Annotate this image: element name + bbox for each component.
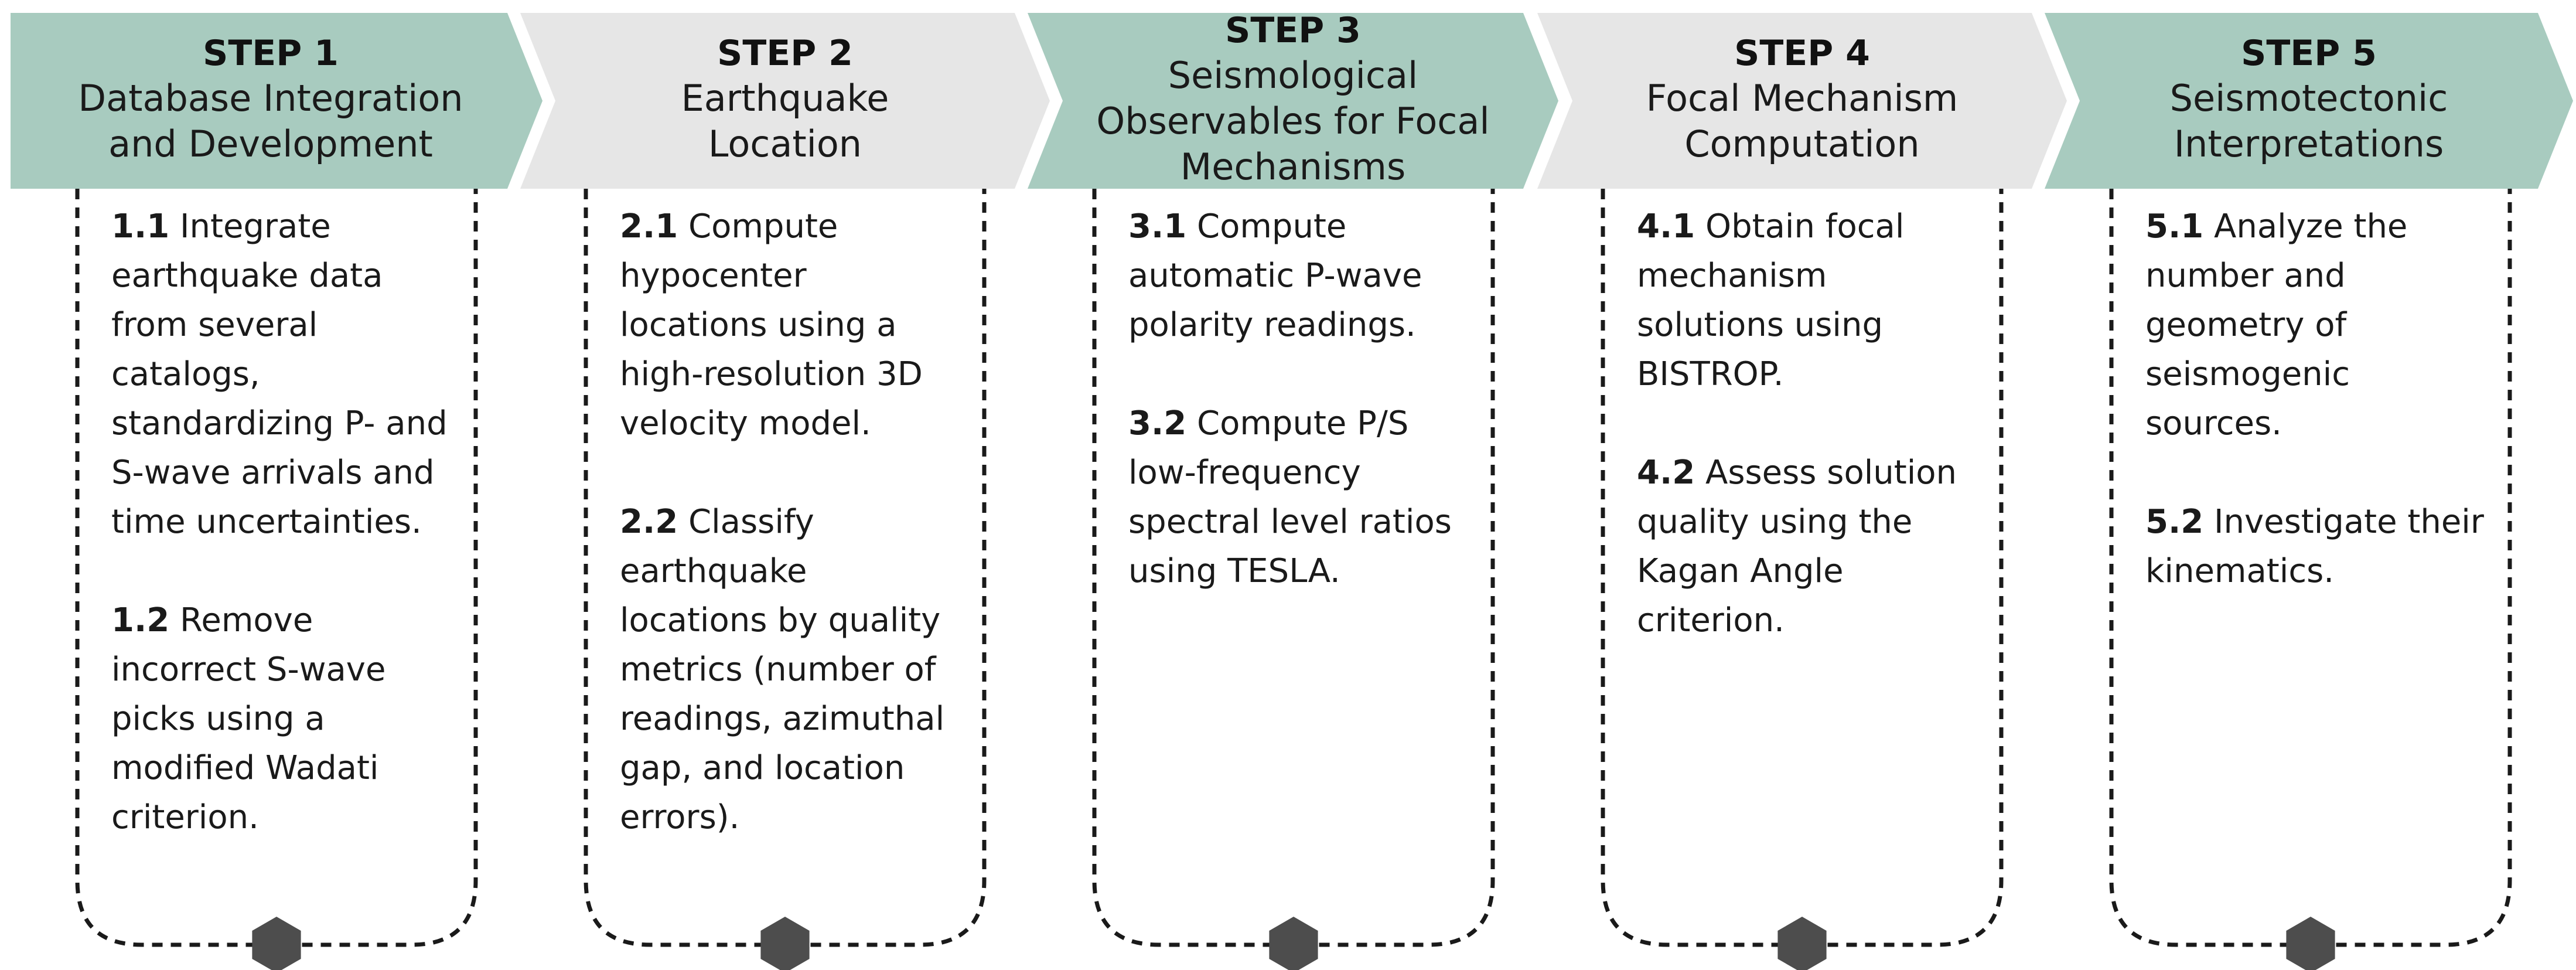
step-5-title: STEP 5 [2241, 33, 2377, 74]
task-2-2: 2.2 Classify earthquake locations by qua… [620, 498, 960, 842]
step-2-hexagon-marker [760, 917, 810, 970]
step-2-name-line: Location [708, 122, 862, 165]
task-4-1: 4.1 Obtain focal mechanism solutions usi… [1637, 202, 1977, 399]
task-3-1: 3.1 Compute automatic P-wave polarity re… [1128, 202, 1468, 350]
task-number: 4.1 [1637, 207, 1695, 246]
step-3-title: STEP 3 [1225, 10, 1361, 51]
task-text: Analyze the number and geometry of seism… [2145, 207, 2408, 443]
step-4-name-line: Computation [1684, 122, 1919, 165]
step-1-name-line: Database Integration [78, 77, 463, 120]
task-text: Investigate their kinematics. [2145, 503, 2484, 590]
task-text: Assess solution quality using the Kagan … [1637, 454, 1957, 639]
step-3-task-box-border [1092, 189, 1495, 947]
step-3-hexagon-marker [1269, 917, 1318, 970]
step-3-task-list: 3.1 Compute automatic P-wave polarity re… [1128, 202, 1468, 894]
task-1-1: 1.1 Integrate earthquake data from sever… [111, 202, 451, 547]
task-number: 1.1 [111, 207, 170, 246]
task-number: 3.1 [1128, 207, 1187, 246]
step-3-chevron [1028, 13, 1558, 189]
task-text: Classify earthquake locations by quality… [620, 503, 945, 836]
step-4-chevron [1537, 13, 2067, 189]
step-5-task-box-border [2109, 189, 2512, 947]
step-1-task-box-border [75, 189, 478, 947]
step-1-name-line: and Development [108, 122, 433, 165]
step-5-chevron [2045, 13, 2573, 189]
task-text: Compute hypocenter locations using a hig… [620, 207, 923, 443]
task-2-1: 2.1 Compute hypocenter locations using a… [620, 202, 960, 448]
step-4-name-line: Focal Mechanism [1646, 77, 1959, 120]
task-text: Compute automatic P-wave polarity readin… [1128, 207, 1422, 344]
step-2-name-line: Earthquake [681, 77, 889, 120]
task-text: Compute P/S low-frequency spectral level… [1128, 404, 1452, 590]
task-3-2: 3.2 Compute P/S low-frequency spectral l… [1128, 399, 1468, 596]
task-number: 1.2 [111, 601, 170, 639]
step-1-chevron [11, 13, 543, 189]
task-text: Remove incorrect S-wave picks using a mo… [111, 601, 386, 836]
task-number: 2.2 [620, 503, 678, 541]
step-1-task-list: 1.1 Integrate earthquake data from sever… [111, 202, 451, 894]
task-5-2: 5.2 Investigate their kinematics. [2145, 498, 2485, 596]
step-4-hexagon-marker [1777, 917, 1827, 970]
step-4-task-list: 4.1 Obtain focal mechanism solutions usi… [1637, 202, 1977, 894]
step-5-hexagon-marker [2286, 917, 2335, 970]
step-1-hexagon-marker [252, 917, 301, 970]
task-number: 5.1 [2145, 207, 2204, 246]
step-3-name-line: Mechanisms [1180, 145, 1406, 188]
step-3-name-line: Seismological [1168, 54, 1418, 97]
task-text: Integrate earthquake data from several c… [111, 207, 448, 541]
task-number: 2.1 [620, 207, 678, 246]
step-5-name-line: Interpretations [2174, 122, 2444, 165]
step-5-name-line: Seismotectonic [2170, 77, 2448, 120]
task-number: 4.2 [1637, 454, 1695, 492]
step-1-title: STEP 1 [203, 33, 339, 74]
task-number: 3.2 [1128, 404, 1187, 443]
step-2-title: STEP 2 [717, 33, 853, 74]
step-4-title: STEP 4 [1734, 33, 1870, 74]
step-5-task-list: 5.1 Analyze the number and geometry of s… [2145, 202, 2485, 894]
step-4-task-box-border [1601, 189, 2004, 947]
step-2-task-list: 2.1 Compute hypocenter locations using a… [620, 202, 960, 894]
step-2-task-box-border [584, 189, 987, 947]
task-5-1: 5.1 Analyze the number and geometry of s… [2145, 202, 2485, 448]
task-text: Obtain focal mechanism solutions using B… [1637, 207, 1905, 393]
task-4-2: 4.2 Assess solution quality using the Ka… [1637, 448, 1977, 645]
task-number: 5.2 [2145, 503, 2204, 541]
step-3-name-line: Observables for Focal [1096, 100, 1489, 142]
task-1-2: 1.2 Remove incorrect S-wave picks using … [111, 596, 451, 842]
step-2-chevron [520, 13, 1050, 189]
